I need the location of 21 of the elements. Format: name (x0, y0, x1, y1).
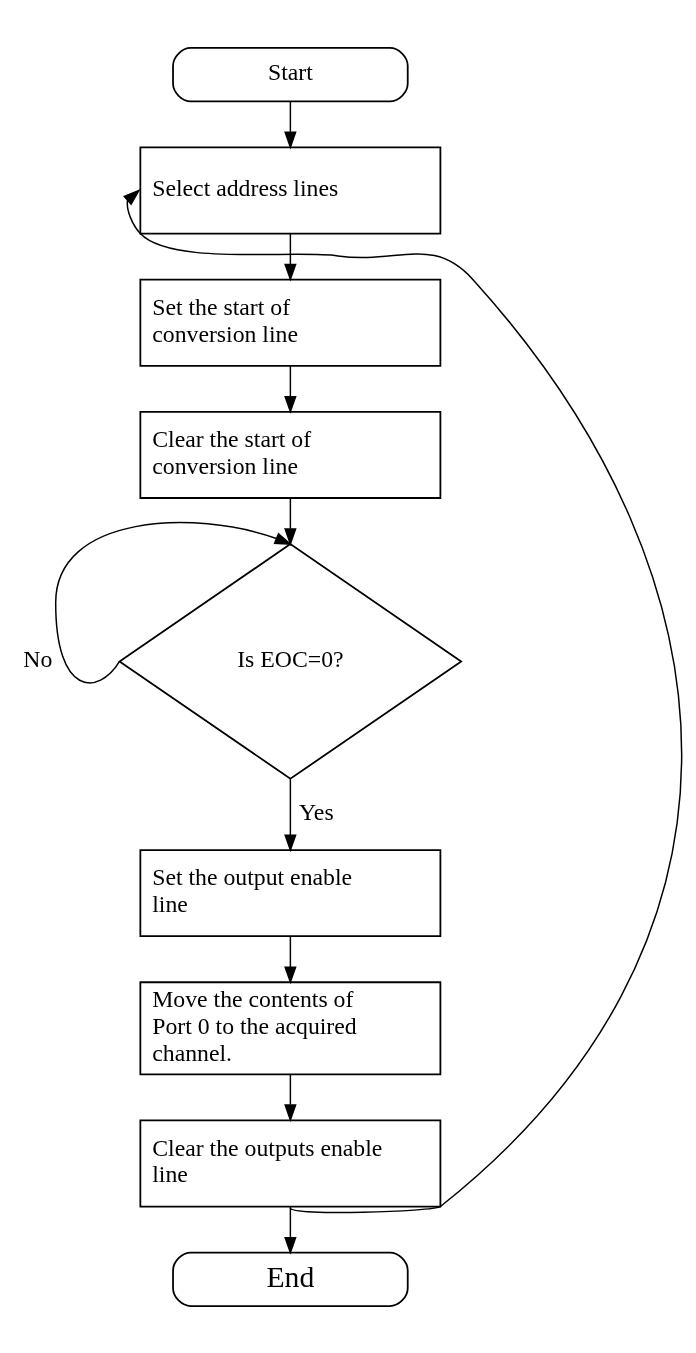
node-diamond: Is EOC=0? (118, 542, 463, 780)
arrow (284, 778, 297, 852)
edge-label: No (23, 645, 53, 672)
arrow (284, 1073, 297, 1122)
node-box: Set the output enable line (139, 848, 442, 937)
node-box: End (172, 1251, 409, 1307)
edge-label: Yes (299, 798, 334, 825)
node-box: Clear the start of conversion line (139, 410, 442, 499)
node-box: Start (172, 46, 409, 102)
arrow (123, 188, 683, 1213)
arrow (284, 100, 297, 149)
arrow (284, 364, 297, 414)
node-box: Select address lines (139, 146, 442, 234)
node-box: Clear the outputs enable line (139, 1119, 442, 1207)
arrow (284, 232, 297, 282)
node-box: Move the contents of Port 0 to the acquired channel. (139, 980, 442, 1075)
node-box: Set the start of conversion line (139, 278, 442, 367)
arrow (284, 935, 297, 984)
arrow (284, 496, 297, 546)
arrow (284, 1205, 297, 1255)
arrow (54, 521, 293, 683)
